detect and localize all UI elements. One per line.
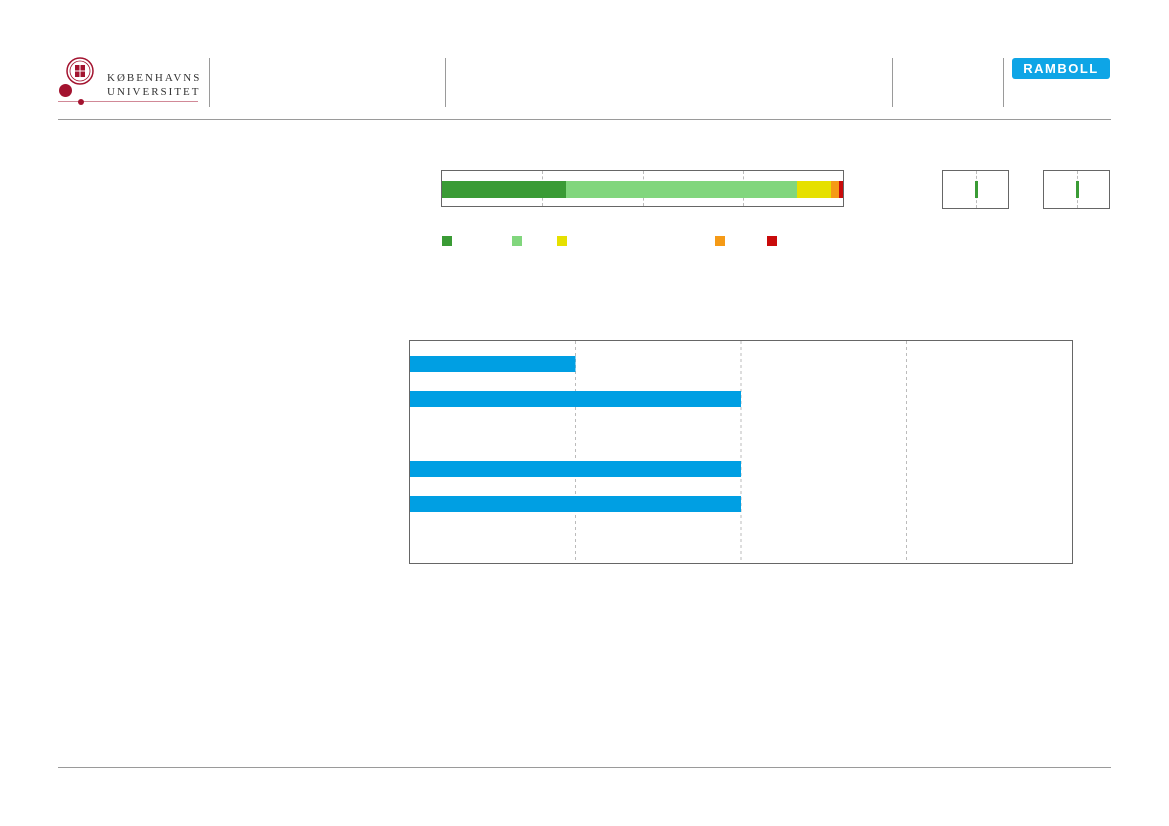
bar — [410, 391, 741, 407]
legend-swatch — [715, 236, 725, 246]
legend-item — [557, 236, 572, 246]
mini-indicator-mark — [974, 181, 978, 198]
header-divider — [445, 58, 446, 107]
legend-swatch — [557, 236, 567, 246]
horizontal-bar-plot — [410, 341, 907, 563]
legend-swatch — [767, 236, 777, 246]
stacked-bar-segment — [796, 181, 831, 198]
header-divider — [892, 58, 893, 107]
bar — [410, 356, 576, 372]
horizontal-bar-chart — [409, 340, 1073, 564]
header-rule — [58, 119, 1111, 120]
legend-item — [512, 236, 527, 246]
stacked-bar-segment — [830, 181, 839, 198]
mini-indicator-mark — [1075, 181, 1079, 198]
ku-logo-underline — [58, 101, 198, 102]
ku-name-line1: KØBENHAVNS — [107, 72, 202, 84]
bar — [410, 496, 741, 512]
ku-logo-dot-small — [78, 99, 84, 105]
bar — [410, 461, 741, 477]
legend-item — [767, 236, 782, 246]
header-divider — [209, 58, 210, 107]
legend-swatch — [512, 236, 522, 246]
legend-item — [715, 236, 730, 246]
stacked-bar-segment — [442, 181, 567, 198]
mini-indicator-chart — [942, 170, 1009, 209]
header-divider — [1003, 58, 1004, 107]
stacked-bar-segment — [838, 181, 843, 198]
ku-seal-icon — [66, 57, 94, 85]
ramboll-logo: RAMBOLL — [1012, 58, 1110, 79]
stacked-bar-segment — [566, 181, 797, 198]
stacked-bar-chart — [441, 170, 844, 207]
ku-name-line2: UNIVERSITET — [107, 86, 201, 98]
legend-swatch — [442, 236, 452, 246]
legend-item — [442, 236, 457, 246]
mini-indicator-chart — [1043, 170, 1110, 209]
ku-logo-dot-large — [59, 84, 72, 97]
stacked-bar — [442, 181, 843, 198]
footer-rule — [58, 767, 1111, 768]
